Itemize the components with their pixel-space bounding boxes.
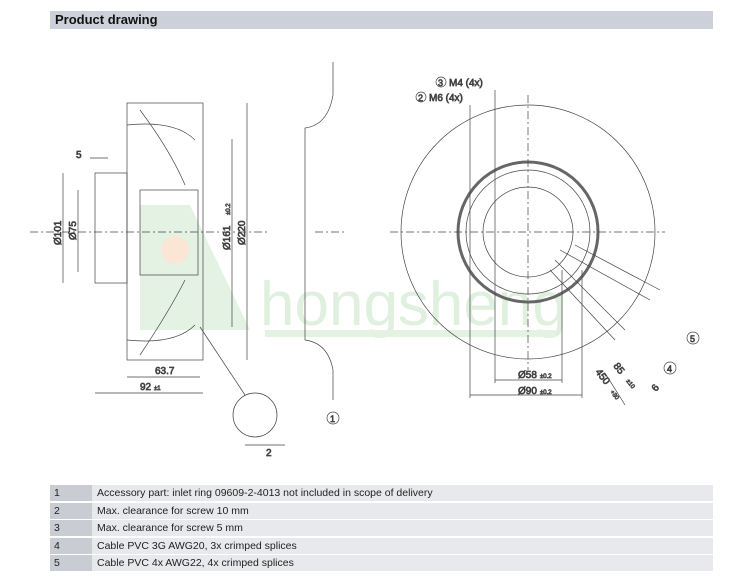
section-header: Product drawing bbox=[50, 11, 713, 29]
note-text: Max. clearance for screw 5 mm bbox=[92, 520, 713, 536]
dim-63-7: 63.7 bbox=[155, 366, 175, 377]
callout-1: 1 bbox=[330, 414, 335, 424]
dim-6: 6 bbox=[650, 382, 662, 394]
dim-92: 92 bbox=[140, 382, 152, 393]
note-number: 4 bbox=[50, 537, 92, 554]
dim-75: Ø75 bbox=[68, 221, 79, 240]
product-drawing: hongsheng 5 Ø101 Ø75 Ø161 ±0.2 Ø220 63.7… bbox=[30, 62, 700, 459]
dim-450: 450 bbox=[593, 367, 612, 387]
callout-3: 3 bbox=[438, 78, 443, 88]
dim-101: Ø101 bbox=[53, 220, 64, 245]
note-number: 5 bbox=[50, 555, 92, 571]
note-text: Cable PVC 4x AWG22, 4x crimped splices bbox=[92, 555, 713, 571]
front-view bbox=[390, 90, 665, 406]
dim-450-tol: +30 bbox=[608, 390, 619, 402]
dim-90-tol: ±0.2 bbox=[540, 390, 552, 396]
dim-58: Ø58 bbox=[518, 370, 537, 381]
dim-2: 2 bbox=[266, 448, 272, 459]
dim-161: Ø161 bbox=[222, 225, 233, 250]
watermark: hongsheng bbox=[140, 205, 567, 339]
dim-90: Ø90 bbox=[518, 386, 537, 397]
dim-85-tol: ±10 bbox=[624, 379, 635, 391]
side-view bbox=[30, 102, 285, 446]
note-number: 1 bbox=[50, 485, 92, 501]
callout-4: 4 bbox=[667, 364, 672, 374]
dim-85: 85 bbox=[611, 361, 627, 377]
note-text: Accessory part: inlet ring 09609-2-4013 … bbox=[92, 485, 713, 501]
dim-92-tol: ±1 bbox=[154, 386, 161, 392]
note-number: 3 bbox=[50, 520, 92, 536]
dim-m6: M6 (4x) bbox=[429, 93, 463, 104]
section-title: Product drawing bbox=[55, 12, 158, 27]
callout-2: 2 bbox=[418, 93, 423, 103]
dim-161-tol: ±0.2 bbox=[226, 203, 232, 215]
note-text: Max. clearance for screw 10 mm bbox=[92, 502, 713, 519]
watermark-text: hongsheng bbox=[260, 270, 567, 339]
note-number: 2 bbox=[50, 502, 92, 519]
callout-5: 5 bbox=[690, 334, 695, 344]
note-text: Cable PVC 3G AWG20, 3x crimped splices bbox=[92, 537, 713, 554]
dim-220: Ø220 bbox=[237, 220, 248, 245]
dim-m4: M4 (4x) bbox=[449, 78, 483, 89]
inlet-ring-profile bbox=[304, 62, 334, 400]
dim-5: 5 bbox=[76, 150, 82, 161]
dim-58-tol: ±0.2 bbox=[540, 374, 552, 380]
